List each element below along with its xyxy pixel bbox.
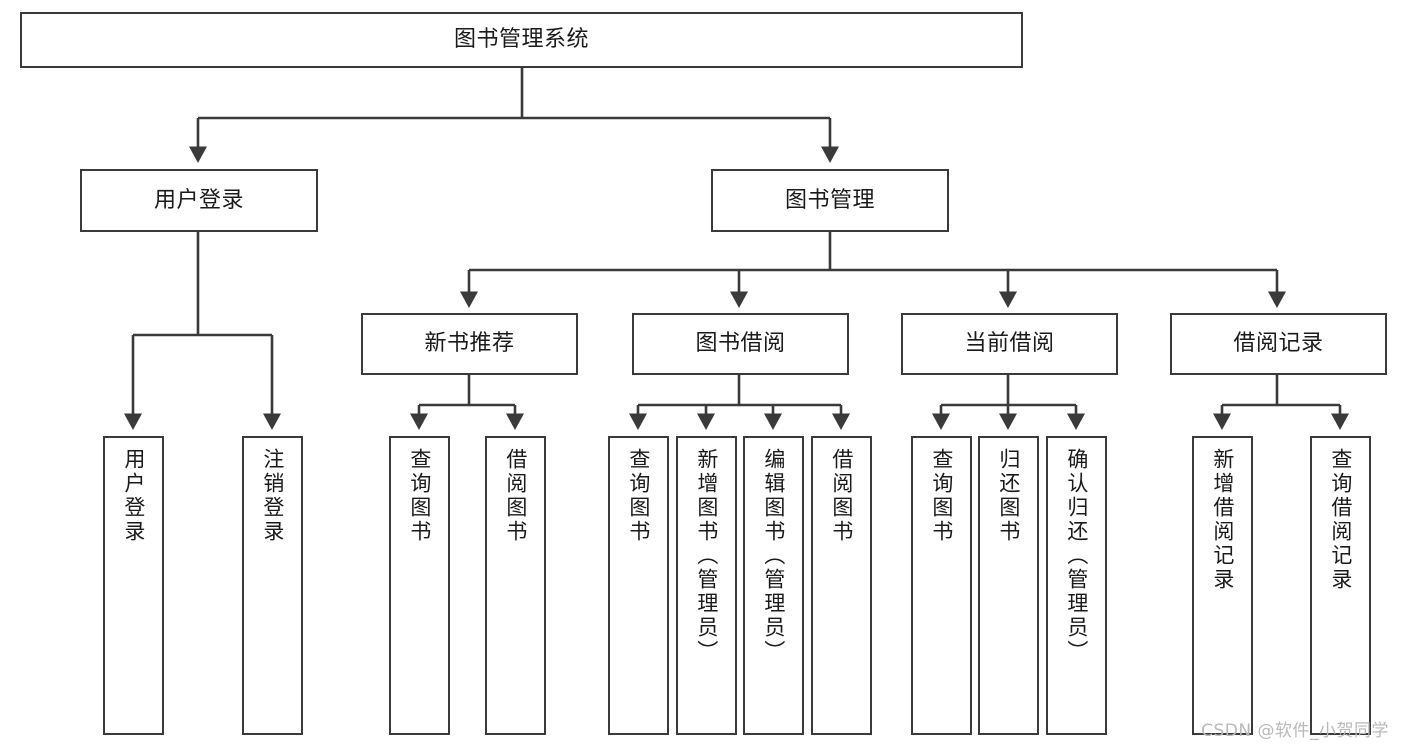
node-label: 查询图书 [929,448,954,544]
node-leaf-add-borrow-record[interactable]: 新增借阅记录 [1192,436,1253,735]
node-label: 注销登录 [260,448,285,544]
node-label: 归还图书 [996,448,1021,544]
node-leaf-edit-book-admin[interactable]: 编辑图书（管理员） [743,436,804,735]
watermark-text: CSDN @软件_小贺同学 [1201,721,1389,741]
node-label: 图书管理系统 [453,27,589,53]
node-label: 用户登录 [153,187,244,213]
node-label: 借阅记录 [1233,331,1324,357]
node-leaf-add-book-admin[interactable]: 新增图书（管理员） [676,436,737,735]
node-current-borrow[interactable]: 当前借阅 [901,313,1118,375]
node-label: 确认归还（管理员） [1064,448,1089,664]
node-label: 借阅图书 [829,448,854,544]
node-borrow-record[interactable]: 借阅记录 [1170,313,1387,375]
node-user-login[interactable]: 用户登录 [80,169,318,232]
node-label: 当前借阅 [964,331,1055,357]
node-leaf-logout-login[interactable]: 注销登录 [242,436,303,735]
node-label: 编辑图书（管理员） [761,448,786,664]
node-book-borrow[interactable]: 图书借阅 [632,313,849,375]
node-leaf-query-borrow-record[interactable]: 查询借阅记录 [1310,436,1371,735]
node-label: 查询借阅记录 [1328,448,1353,592]
node-leaf-query-book-current[interactable]: 查询图书 [911,436,972,735]
node-label: 新书推荐 [424,331,515,357]
node-label: 新增图书（管理员） [694,448,719,664]
node-label: 新增借阅记录 [1210,448,1235,592]
node-leaf-confirm-return-admin[interactable]: 确认归还（管理员） [1046,436,1107,735]
node-leaf-query-book-borrow[interactable]: 查询图书 [608,436,669,735]
node-label: 查询图书 [407,448,432,544]
node-label: 用户登录 [121,448,146,544]
node-leaf-query-book-recommend[interactable]: 查询图书 [389,436,450,735]
node-leaf-borrow-book-recommend[interactable]: 借阅图书 [485,436,546,735]
node-leaf-borrow-book[interactable]: 借阅图书 [811,436,872,735]
node-root-book-management-system[interactable]: 图书管理系统 [20,12,1023,68]
node-label: 图书管理 [784,187,875,213]
node-leaf-return-book[interactable]: 归还图书 [978,436,1039,735]
node-label: 图书借阅 [695,331,786,357]
node-new-book-recommend[interactable]: 新书推荐 [361,313,578,375]
node-label: 借阅图书 [503,448,528,544]
node-leaf-user-login[interactable]: 用户登录 [103,436,164,735]
node-label: 查询图书 [626,448,651,544]
node-book-management[interactable]: 图书管理 [711,169,949,232]
